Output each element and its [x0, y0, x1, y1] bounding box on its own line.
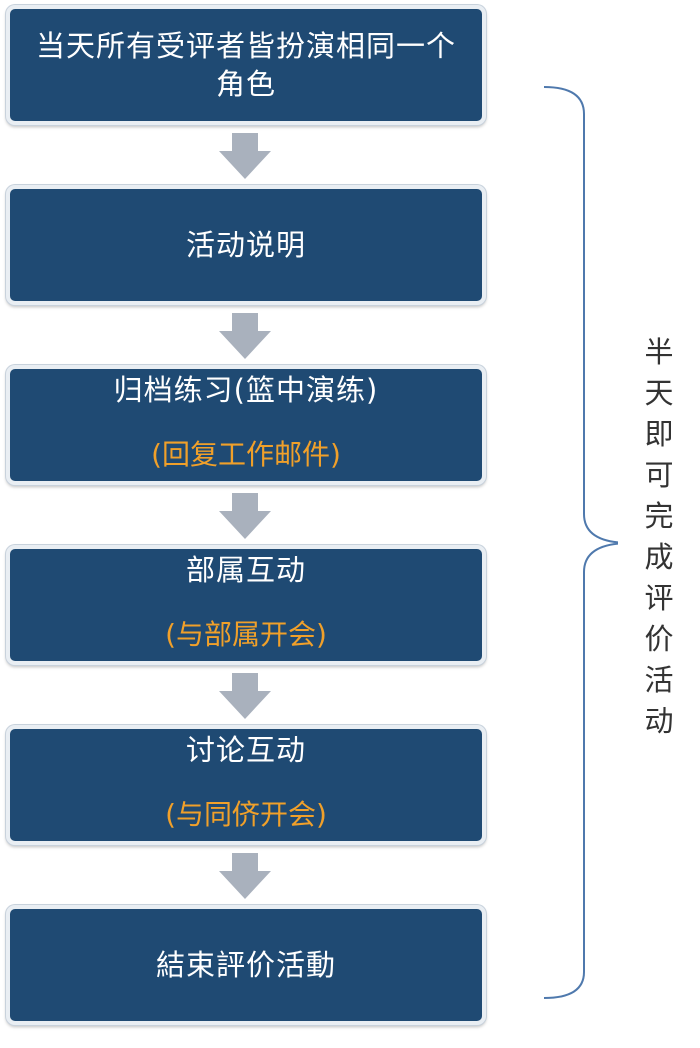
- step-box-5: 讨论互动 (与同侪开会): [6, 725, 486, 845]
- step-6-text: 結束評价活動: [155, 948, 336, 982]
- down-arrow-icon: [219, 853, 271, 899]
- step-box-1: 当天所有受评者皆扮演相同一个角色: [6, 5, 486, 125]
- step-4-subtext: (与部属开会): [165, 618, 327, 651]
- step-3-text: 归档练习(篮中演练): [113, 373, 379, 407]
- step-box-2: 活动说明: [6, 185, 486, 305]
- step-box-3: 归档练习(篮中演练) (回复工作邮件): [6, 365, 486, 485]
- side-label: 半天即可完成评价活动: [644, 335, 674, 738]
- down-arrow-icon: [219, 133, 271, 179]
- step-3-subtext: (回复工作邮件): [151, 438, 341, 471]
- down-arrow-icon: [219, 493, 271, 539]
- step-4-text: 部属互动: [185, 553, 306, 587]
- step-5-text: 讨论互动: [185, 733, 306, 767]
- step-box-4: 部属互动 (与部属开会): [6, 545, 486, 665]
- down-arrow-icon: [219, 313, 271, 359]
- step-5-subtext: (与同侪开会): [165, 798, 327, 831]
- down-arrow-icon: [219, 673, 271, 719]
- step-box-6: 結束評价活動: [6, 905, 486, 1025]
- step-2-text: 活动说明: [185, 228, 306, 262]
- right-brace-icon: [543, 86, 618, 999]
- step-1-text: 当天所有受评者皆扮演相同一个角色: [35, 29, 456, 101]
